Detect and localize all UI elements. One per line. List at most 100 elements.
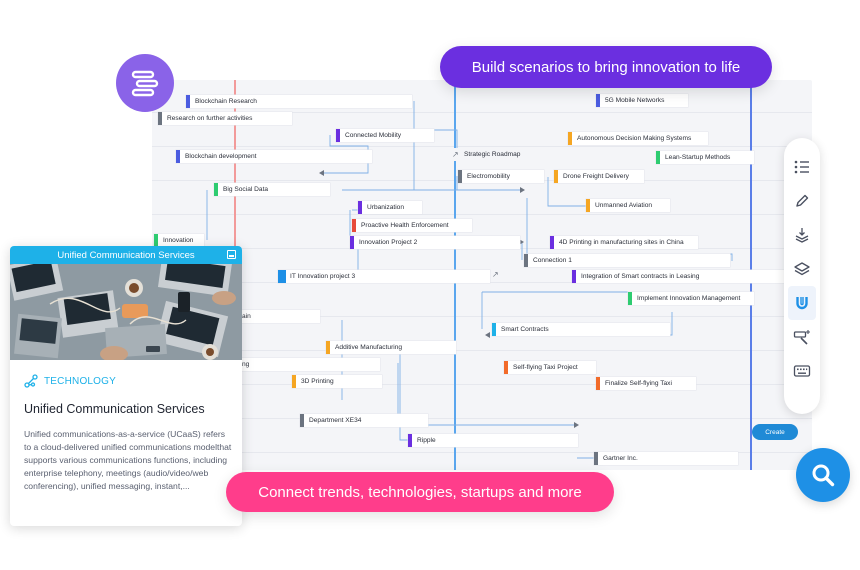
- roadmap-node[interactable]: IT Innovation project 3: [278, 270, 490, 283]
- roadmap-node[interactable]: Innovation Project 2: [350, 236, 520, 249]
- node-label: Strategic Roadmap: [464, 151, 521, 158]
- roadmap-node[interactable]: Research on further activities: [158, 112, 292, 125]
- roadmap-node[interactable]: Gartner Inc.: [594, 452, 738, 465]
- node-color-marker: [572, 270, 576, 283]
- node-label: Innovation: [163, 237, 194, 244]
- node-color-marker: [596, 94, 600, 107]
- roadmap-node[interactable]: Integration of Smart contracts in Leasin…: [572, 270, 810, 283]
- roadmap-board[interactable]: Blockchain Research Research on further …: [152, 80, 812, 470]
- node-color-marker: [628, 292, 632, 305]
- node-label: Blockchain Research: [195, 98, 257, 105]
- office-desk-image: [10, 264, 242, 360]
- row-divider: [152, 146, 812, 147]
- card-header-title: Unified Communication Services: [57, 249, 195, 261]
- node-label: Big Social Data: [223, 186, 269, 193]
- roadmap-node[interactable]: eting: [232, 358, 380, 371]
- search-button[interactable]: [796, 448, 850, 502]
- roadmap-node[interactable]: Proactive Health Enforcement: [352, 219, 472, 232]
- node-label: Implement Innovation Management: [637, 295, 741, 302]
- node-color-marker: [292, 375, 296, 388]
- roadmap-logo-icon: [131, 70, 159, 97]
- roadmap-node[interactable]: Blockchain Research: [186, 95, 412, 108]
- row-divider: [152, 214, 812, 215]
- node-label: Integration of Smart contracts in Leasin…: [581, 273, 700, 280]
- roadmap-node[interactable]: Connected Mobility: [336, 129, 434, 142]
- list-view-button[interactable]: [788, 150, 816, 184]
- roadmap-node[interactable]: Finalize Self-flying Taxi: [596, 377, 696, 390]
- edit-button[interactable]: [788, 184, 816, 218]
- node-label: Innovation Project 2: [359, 239, 418, 246]
- layers-download-icon: [795, 228, 809, 243]
- node-color-marker: [492, 323, 496, 336]
- roadmap-node[interactable]: Smart Contracts: [492, 323, 670, 336]
- list-icon: [794, 160, 809, 174]
- roadmap-node[interactable]: Department XE34: [300, 414, 428, 427]
- roadmap-node[interactable]: Additive Manufacturing: [326, 341, 456, 354]
- roadmap-node[interactable]: Unmanned Aviation: [586, 199, 670, 212]
- row-divider: [152, 350, 812, 351]
- roadmap-node[interactable]: Implement Innovation Management: [628, 292, 754, 305]
- arrow-up-right-icon: ↗: [452, 150, 459, 159]
- node-label: Lean-Startup Methods: [665, 154, 731, 161]
- create-button[interactable]: Create: [752, 424, 798, 440]
- node-color-marker: [408, 434, 412, 447]
- roadmap-node[interactable]: Self-flying Taxi Project: [504, 361, 596, 374]
- node-color-marker: [326, 341, 330, 354]
- node-label: 4D Printing in manufacturing sites in Ch…: [559, 239, 684, 246]
- node-label: Blockchain development: [185, 153, 257, 160]
- node-color-marker: [278, 270, 286, 283]
- roadmap-node[interactable]: 4D Printing in manufacturing sites in Ch…: [550, 236, 698, 249]
- node-color-marker: [596, 377, 600, 390]
- layers-icon: [794, 262, 810, 276]
- roadmap-node[interactable]: Blockchain development: [176, 150, 372, 163]
- node-color-marker: [352, 219, 356, 232]
- keyboard-icon: [793, 365, 811, 377]
- node-color-marker: [594, 452, 598, 465]
- auto-arrange-button[interactable]: [788, 320, 816, 354]
- node-label: chain: [235, 313, 251, 320]
- card-header: Unified Communication Services: [10, 246, 242, 264]
- node-label: Urbanization: [367, 204, 405, 211]
- roadmap-node[interactable]: Ripple: [408, 434, 578, 447]
- node-label: Electromobility: [467, 173, 510, 180]
- roadmap-node[interactable]: Autonomous Decision Making Systems: [568, 132, 708, 145]
- wand-icon: [793, 330, 810, 345]
- node-color-marker: [176, 150, 180, 163]
- node-color-marker: [550, 236, 554, 249]
- roadmap-node[interactable]: 5G Mobile Networks: [596, 94, 688, 107]
- node-label: Unmanned Aviation: [595, 202, 653, 209]
- magnet-button[interactable]: [788, 286, 816, 320]
- pencil-icon: [796, 194, 809, 207]
- node-label: Gartner Inc.: [603, 455, 638, 462]
- node-label: Additive Manufacturing: [335, 344, 403, 351]
- node-color-marker: [358, 201, 362, 214]
- roadmap-node[interactable]: Electromobility: [458, 170, 544, 183]
- roadmap-node[interactable]: ↗ Strategic Roadmap: [450, 148, 542, 161]
- roadmap-node[interactable]: Innovation: [154, 234, 204, 247]
- technology-icon: [24, 374, 38, 388]
- keyboard-shortcuts-button[interactable]: [788, 354, 816, 388]
- node-color-marker: [154, 234, 158, 247]
- node-label: Proactive Health Enforcement: [361, 222, 449, 229]
- node-label: 3D Printing: [301, 378, 334, 385]
- roadmap-node[interactable]: chain: [232, 310, 320, 323]
- node-label: Connected Mobility: [345, 132, 402, 139]
- roadmap-node[interactable]: Connection 1: [524, 254, 730, 267]
- layers-button[interactable]: [788, 252, 816, 286]
- node-color-marker: [336, 129, 340, 142]
- node-color-marker: [350, 236, 354, 249]
- roadmap-node[interactable]: Urbanization: [358, 201, 422, 214]
- card-category-label: TECHNOLOGY: [44, 375, 117, 387]
- row-divider: [152, 384, 812, 385]
- roadmap-node[interactable]: Drone Freight Delivery: [554, 170, 644, 183]
- technology-card[interactable]: Unified Communication Services: [10, 246, 242, 526]
- roadmap-node[interactable]: Lean-Startup Methods: [656, 151, 754, 164]
- node-color-marker: [568, 132, 572, 145]
- node-color-marker: [554, 170, 558, 183]
- roadmap-node[interactable]: 3D Printing: [292, 375, 382, 388]
- node-label: Connection 1: [533, 257, 572, 264]
- minimize-icon[interactable]: [227, 250, 236, 259]
- node-color-marker: [586, 199, 590, 212]
- roadmap-node[interactable]: Big Social Data: [214, 183, 330, 196]
- import-layers-button[interactable]: [788, 218, 816, 252]
